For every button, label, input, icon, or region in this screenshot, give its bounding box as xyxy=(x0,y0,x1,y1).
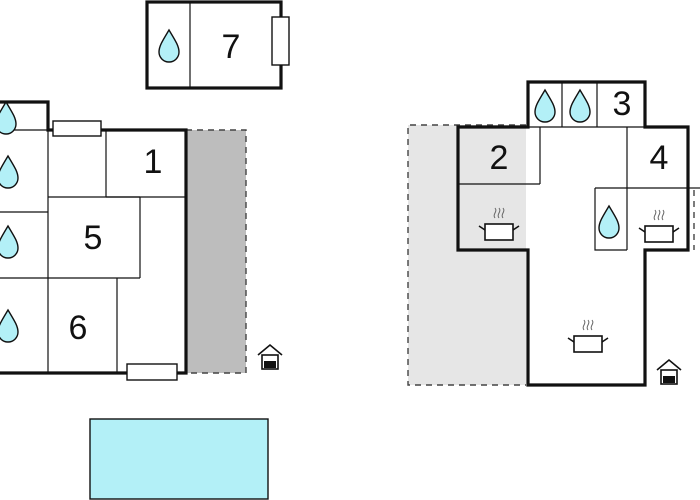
room-number-3: 3 xyxy=(613,85,632,123)
room-number-2: 2 xyxy=(490,139,509,177)
pool xyxy=(89,418,269,500)
terrace-light xyxy=(408,125,526,385)
water-drop-icon xyxy=(598,205,620,239)
water-drop-icon xyxy=(158,29,180,63)
house-entrance-icon xyxy=(656,359,682,385)
left-house: 1 5 6 xyxy=(0,100,283,381)
terrace-dark xyxy=(186,130,246,373)
water-drop-icon xyxy=(534,89,556,123)
room-number-7: 7 xyxy=(222,28,241,66)
room-number-6: 6 xyxy=(69,309,88,347)
annex: 7 xyxy=(145,0,290,90)
water-drop-icon xyxy=(569,89,591,123)
right-house: 3 2 4 xyxy=(407,80,700,387)
room-number-4: 4 xyxy=(650,139,669,177)
water-drop-icon xyxy=(0,101,17,135)
window-icon xyxy=(126,363,178,381)
house-entrance-icon xyxy=(257,344,283,370)
window-icon xyxy=(271,16,290,66)
room-number-1: 1 xyxy=(144,143,163,181)
kitchen-pot-icon xyxy=(638,209,680,243)
window-icon xyxy=(52,120,102,137)
kitchen-pot-icon xyxy=(567,319,609,353)
room-number-5: 5 xyxy=(84,219,103,257)
